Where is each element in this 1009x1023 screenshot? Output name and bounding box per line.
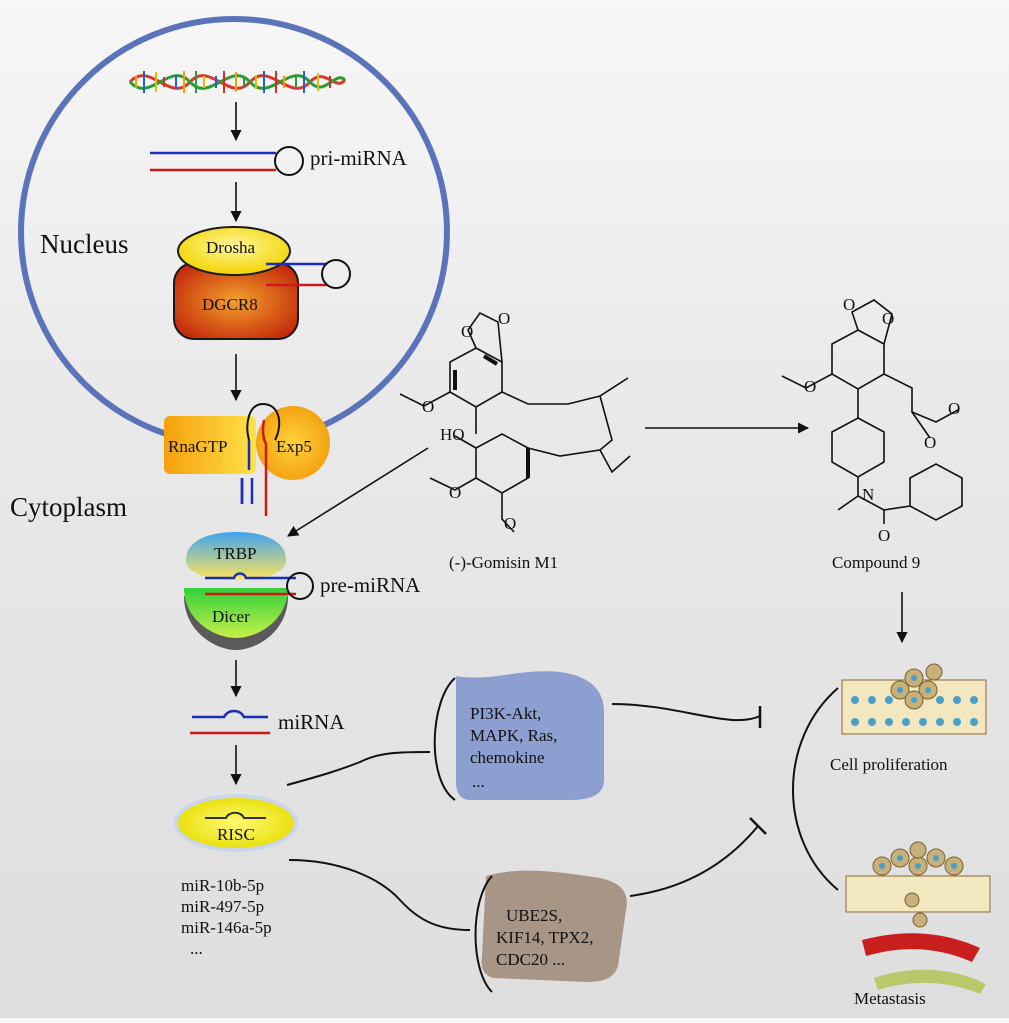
- mature-mirna-duplex-icon: [190, 709, 270, 735]
- dicer-label: Dicer: [212, 607, 250, 626]
- gomisin-o5-label: O: [504, 514, 517, 533]
- pathways-bracket-icon: [433, 677, 456, 801]
- genes-box: [481, 870, 627, 982]
- pre-mirna-hairpin-icon: [205, 572, 314, 600]
- trbp-shape: [186, 532, 286, 580]
- dna-helix-icon: [128, 71, 347, 93]
- compound9-o3-label: O: [804, 377, 817, 396]
- cell-proliferation-icon: [841, 663, 987, 735]
- pathways-box: [456, 671, 604, 800]
- compound9-n-label: N: [862, 485, 875, 504]
- export-hairpin-icon: [240, 402, 281, 516]
- exp5-shape: [256, 406, 330, 480]
- risc-strand-icon: [205, 811, 266, 819]
- drosha-label: Drosha: [206, 238, 256, 257]
- pathway-item: ...: [472, 772, 485, 791]
- arrow-gomisin-to-trbp: [287, 447, 429, 537]
- gene-item: KIF14, TPX2,: [496, 928, 594, 947]
- gomisin-o4-label: O: [449, 483, 462, 502]
- nucleus-label: Nucleus: [40, 229, 129, 259]
- pathway-item: chemokine: [470, 748, 545, 767]
- compound9-label: Compound 9: [832, 553, 921, 572]
- compound9-o6-label: O: [878, 526, 891, 545]
- pri-mirna-label: pri-miRNA: [310, 146, 407, 170]
- drosha-shape: [177, 226, 291, 276]
- cytoplasm-label: Cytoplasm: [10, 492, 128, 522]
- pre-mirna-label: pre-miRNA: [320, 573, 421, 597]
- compound9-o5-label: O: [948, 399, 961, 418]
- pri-mirna-hairpin-icon: [150, 146, 304, 176]
- gomisin-o2-label: O: [498, 309, 511, 328]
- proliferation-metastasis-curve: [792, 687, 839, 891]
- cell-proliferation-label: Cell proliferation: [830, 755, 948, 774]
- gomisin-ho-label: HO: [440, 425, 465, 444]
- mirna-list-item: miR-10b-5p: [181, 876, 265, 895]
- compound9-o1-label: O: [843, 295, 856, 314]
- dicer-shape: [184, 588, 288, 638]
- risc-label: RISC: [217, 825, 255, 844]
- risc-shape: [178, 798, 294, 848]
- gomisin-o3-label: O: [422, 397, 435, 416]
- mirna-list-item: ...: [190, 939, 203, 958]
- gomisin-o1-label: O: [461, 322, 474, 341]
- mirna-label: miRNA: [278, 710, 345, 734]
- gene-item: UBE2S,: [506, 906, 563, 925]
- gene-item: CDC20 ...: [496, 950, 565, 969]
- genes-bracket-icon: [474, 875, 493, 993]
- gomisin-label: (-)-Gomisin M1: [449, 553, 559, 572]
- pathways-inhibition-curve: [611, 703, 761, 722]
- trbp-label: TRBP: [214, 544, 257, 563]
- rnagtp-shape: [164, 416, 256, 474]
- gomisin-structure-icon: [399, 311, 631, 533]
- compound9-o4-label: O: [924, 433, 937, 452]
- risc-to-pathways-curve: [286, 751, 431, 786]
- pathway-item: MAPK, Ras,: [470, 726, 558, 745]
- mirna-list-item: miR-497-5p: [181, 897, 265, 916]
- rnagtp-label: RnaGTP: [168, 437, 228, 456]
- exp5-label: Exp5: [276, 437, 312, 456]
- mirna-list-item: miR-146a-5p: [181, 918, 272, 937]
- genes-inhibition-curve: [629, 825, 759, 897]
- compound9-structure-icon: [781, 299, 963, 524]
- metastasis-label: Metastasis: [854, 989, 926, 1008]
- compound9-o2-label: O: [882, 309, 895, 328]
- drosha-hairpin-icon: [266, 259, 351, 289]
- metastasis-icon: [845, 841, 991, 994]
- dgcr8-label: DGCR8: [202, 295, 258, 314]
- pathway-item: PI3K-Akt,: [470, 704, 542, 723]
- risc-to-genes-curve: [288, 859, 471, 931]
